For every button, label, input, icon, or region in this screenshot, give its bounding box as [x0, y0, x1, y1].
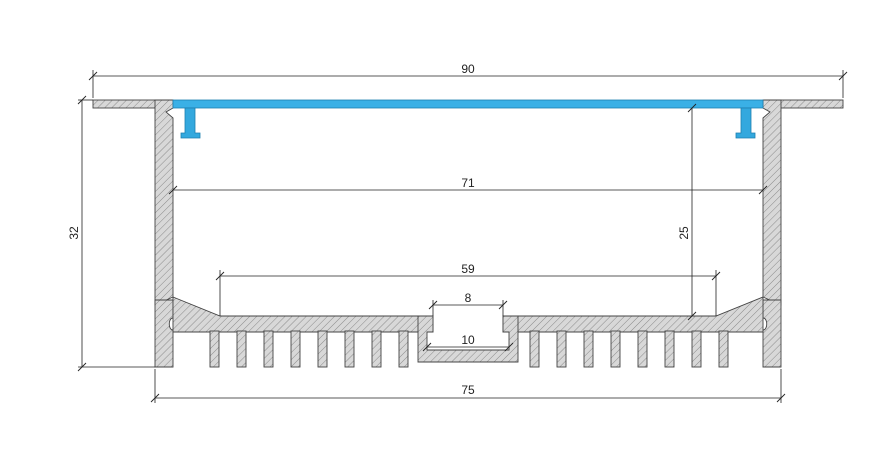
- central-channel: [417, 315, 519, 363]
- heatsink-fin: [290, 330, 301, 368]
- dimension-label-59: 59: [461, 262, 475, 276]
- dimension-overall-height: 32: [67, 95, 155, 372]
- heatsink-fin: [236, 330, 247, 368]
- heatsink-fin: [556, 330, 567, 368]
- dimension-overall-width: 90: [88, 62, 848, 98]
- dimension-channel-width: 10: [422, 333, 514, 352]
- left-side-wall: [154, 99, 174, 306]
- heatsink-fin: [529, 330, 540, 368]
- heatsink-fin: [371, 330, 382, 368]
- dimension-label-90: 90: [461, 62, 475, 76]
- heatsink-fin: [398, 330, 409, 368]
- heatsink-fin: [583, 330, 594, 368]
- heatsink-fin: [664, 330, 675, 368]
- heatsink-fin: [637, 330, 648, 368]
- heatsink-fin: [691, 330, 702, 368]
- heatsink-fin: [718, 330, 729, 368]
- dimension-lines: 90 71 59 8: [67, 62, 848, 403]
- left-lower-leg: [154, 299, 174, 368]
- dimension-label-10: 10: [461, 333, 475, 347]
- led-diffuser: [172, 99, 764, 139]
- dimension-label-8: 8: [465, 291, 472, 305]
- heatsink-fin: [344, 330, 355, 368]
- dimension-inner-width: 71: [168, 176, 768, 195]
- base-left: [172, 296, 434, 333]
- dimension-fin-span: 59: [215, 262, 721, 316]
- dimension-label-71: 71: [461, 176, 475, 190]
- heatsink-fin: [209, 330, 220, 368]
- heatsink-fin: [263, 330, 274, 368]
- right-lower-leg: [762, 299, 782, 368]
- heatsink-fin: [610, 330, 621, 368]
- dimension-label-75: 75: [461, 383, 475, 397]
- base-right: [502, 296, 764, 333]
- aluminium-profile: [92, 99, 844, 368]
- right-diffuser-clip: [735, 107, 756, 139]
- right-side-wall: [762, 99, 782, 306]
- diffuser-cover: [172, 99, 764, 109]
- dimension-slot-width: 8: [428, 291, 508, 316]
- dimension-base-width: 75: [150, 369, 786, 403]
- left-diffuser-clip: [180, 107, 201, 139]
- dimension-label-25: 25: [677, 226, 691, 240]
- dimension-inner-depth: 25: [677, 103, 697, 321]
- dimension-label-32: 32: [67, 226, 81, 240]
- heatsink-fin: [317, 330, 328, 368]
- heatsink-fins: [209, 330, 729, 368]
